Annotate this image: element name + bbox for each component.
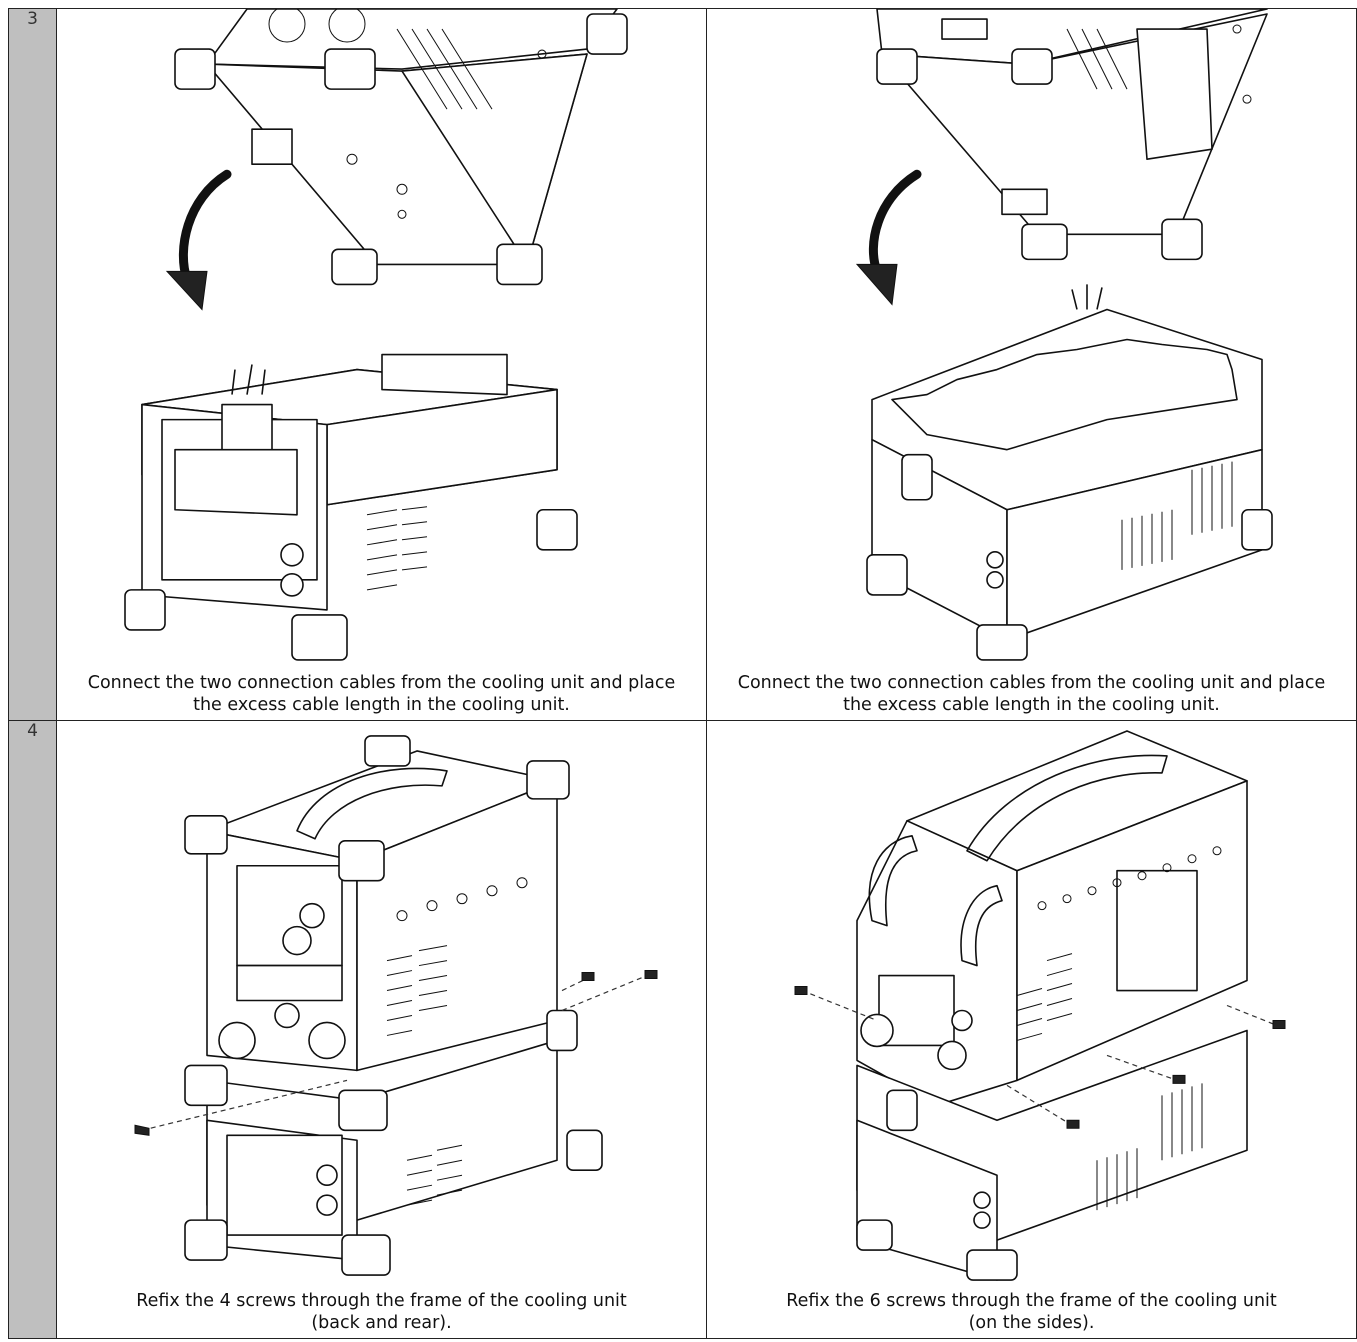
step-row-4: 4: [8, 720, 1357, 1339]
step-4-right-panel: Refix the 6 screws through the frame of …: [706, 720, 1357, 1339]
screw-icon: [794, 986, 1286, 1129]
step-row-3: 3: [8, 8, 1357, 721]
screw-icon: [134, 970, 658, 1136]
step-number-3: 3: [8, 8, 57, 721]
welder-stacked: [856, 730, 1248, 1281]
step-4-right-caption: Refix the 6 screws through the frame of …: [786, 1291, 1277, 1333]
curved-arrow-icon: [855, 169, 922, 306]
welder-inverted: [876, 9, 1268, 261]
curved-arrow-icon: [165, 169, 232, 311]
step-3-left-illustration: [57, 9, 706, 670]
step-4-left-illustration: [57, 721, 706, 1288]
step-number-4: 4: [8, 720, 57, 1339]
cooling-unit: [124, 353, 578, 661]
welder-inverted: [174, 9, 628, 286]
steps-table: 3: [8, 8, 1357, 1339]
step-3-right-illustration: [707, 9, 1356, 670]
step-4-left-panel: Refix the 4 screws through the frame of …: [56, 720, 707, 1339]
welder-stacked: [184, 735, 603, 1276]
cooling-unit: [866, 284, 1273, 661]
step-3-left-caption: Connect the two connection cables from t…: [87, 673, 676, 715]
step-3-right-caption: Connect the two connection cables from t…: [737, 673, 1326, 715]
step-4-left-caption: Refix the 4 screws through the frame of …: [136, 1291, 627, 1333]
step-3-right-panel: Connect the two connection cables from t…: [706, 8, 1357, 721]
step-4-right-illustration: [707, 721, 1356, 1288]
step-3-left-panel: Connect the two connection cables from t…: [56, 8, 707, 721]
